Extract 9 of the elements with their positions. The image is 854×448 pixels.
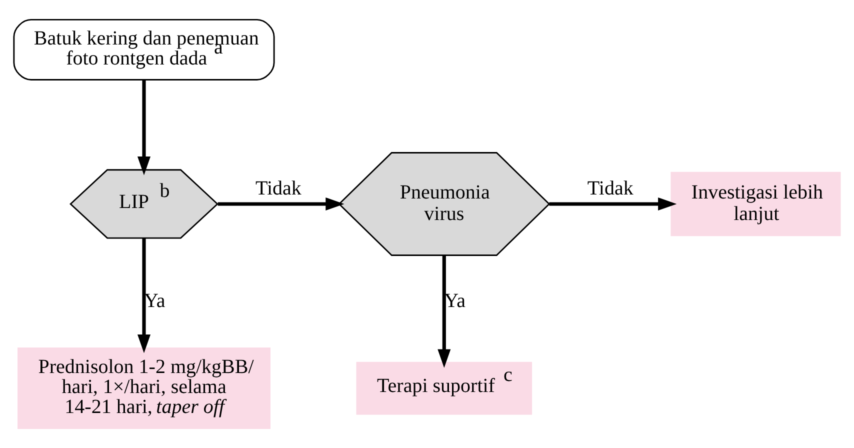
edge-label: Tidak: [587, 177, 634, 200]
arrow: [137, 80, 151, 176]
arrow: [137, 238, 151, 354]
arrow: [438, 255, 451, 368]
arrow: [549, 197, 677, 210]
edge-label: Tidak: [255, 177, 302, 200]
arrow: [218, 197, 344, 210]
node-box: Prednisolon 1-2 mg/kgBB/ hari, 1×/hari, selama 14-21 hari, taper off: [18, 348, 270, 429]
node-box: Investigasi lebih lanjut: [670, 172, 841, 236]
